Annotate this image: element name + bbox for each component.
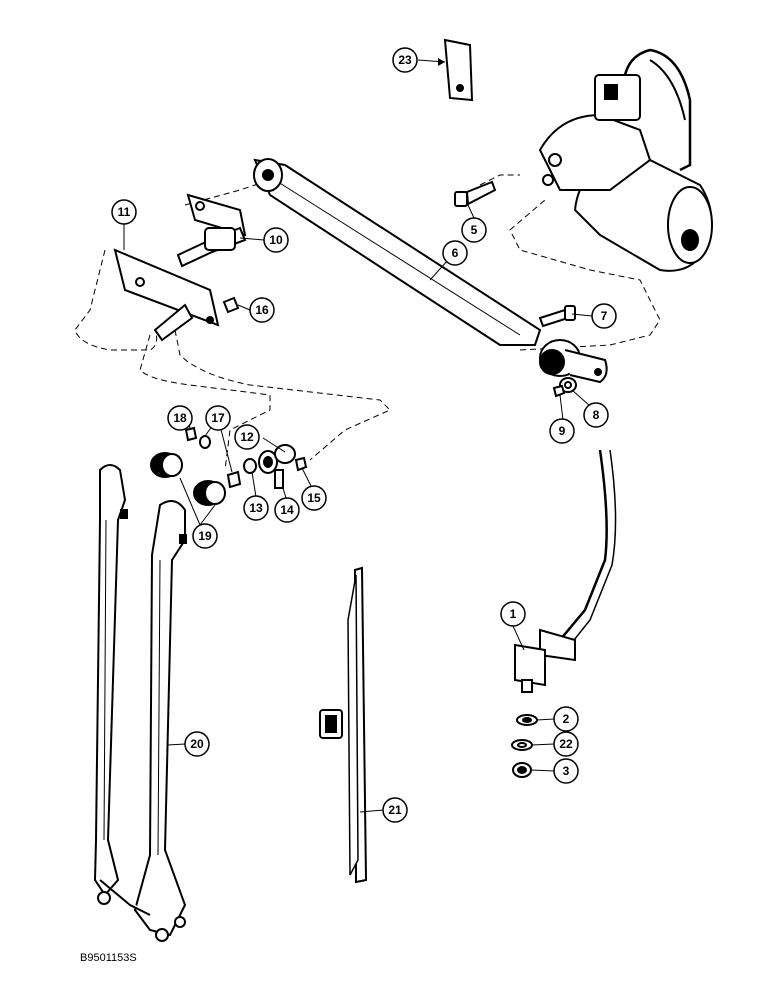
motor-bolt <box>454 180 497 207</box>
callout-5: 5 <box>461 217 487 243</box>
wiper-switch <box>511 449 617 778</box>
svg-text:17: 17 <box>211 411 225 425</box>
callout-1: 1 <box>500 601 526 627</box>
callout-11: 11 <box>111 199 137 225</box>
callout-6: 6 <box>442 240 468 266</box>
figure-code: B9501153S <box>80 952 137 964</box>
svg-text:13: 13 <box>249 501 263 515</box>
callout-15: 15 <box>301 485 327 511</box>
callout-10: 10 <box>263 227 289 253</box>
svg-text:6: 6 <box>452 246 459 260</box>
pivot-hardware <box>552 377 577 398</box>
callout-3: 3 <box>553 758 579 784</box>
svg-text:3: 3 <box>563 764 570 778</box>
callout-13: 13 <box>243 495 269 521</box>
svg-text:11: 11 <box>118 205 131 219</box>
callout-9: 9 <box>549 418 575 444</box>
arm-grommets <box>150 452 226 506</box>
callout-23: 23 <box>392 47 418 73</box>
svg-text:23: 23 <box>398 53 412 67</box>
svg-text:12: 12 <box>240 430 254 444</box>
linkage-bar <box>253 158 608 384</box>
svg-text:14: 14 <box>280 503 294 517</box>
callouts: 23 5 6 7 8 9 10 11 16 18 17 12 13 14 15 … <box>111 47 617 823</box>
arrow-icon <box>438 58 445 66</box>
svg-text:19: 19 <box>198 529 212 543</box>
callout-14: 14 <box>274 497 300 523</box>
callout-8: 8 <box>583 402 609 428</box>
callout-12: 12 <box>234 424 260 450</box>
callout-18: 18 <box>167 405 193 431</box>
callout-21: 21 <box>382 797 408 823</box>
wiper-motor <box>538 48 713 272</box>
callout-22: 22 <box>553 731 579 757</box>
callout-16: 16 <box>249 297 275 323</box>
svg-text:2: 2 <box>563 712 570 726</box>
svg-text:18: 18 <box>173 411 187 425</box>
svg-text:5: 5 <box>471 223 478 237</box>
svg-text:10: 10 <box>269 233 283 247</box>
svg-text:21: 21 <box>388 803 402 817</box>
callout-17: 17 <box>205 405 231 431</box>
pivot-bracket <box>176 193 247 268</box>
pivot-plate <box>113 248 220 342</box>
callout-7: 7 <box>591 303 617 329</box>
assembly-guide-lines <box>74 174 661 471</box>
svg-text:20: 20 <box>190 737 204 751</box>
svg-text:8: 8 <box>593 408 600 422</box>
bar-screw <box>538 305 576 328</box>
pivot-nut <box>222 296 240 314</box>
svg-text:22: 22 <box>559 737 573 751</box>
svg-text:1: 1 <box>510 607 517 621</box>
callout-20: 20 <box>184 731 210 757</box>
svg-text:9: 9 <box>559 424 566 438</box>
callout-2: 2 <box>553 706 579 732</box>
arm-hardware <box>184 426 308 489</box>
wiper-arms <box>93 464 187 942</box>
cover-plate <box>443 38 474 102</box>
svg-text:7: 7 <box>601 309 608 323</box>
wiper-blade <box>319 566 368 884</box>
svg-text:15: 15 <box>307 491 321 505</box>
callout-19: 19 <box>192 523 218 549</box>
svg-text:16: 16 <box>255 303 269 317</box>
